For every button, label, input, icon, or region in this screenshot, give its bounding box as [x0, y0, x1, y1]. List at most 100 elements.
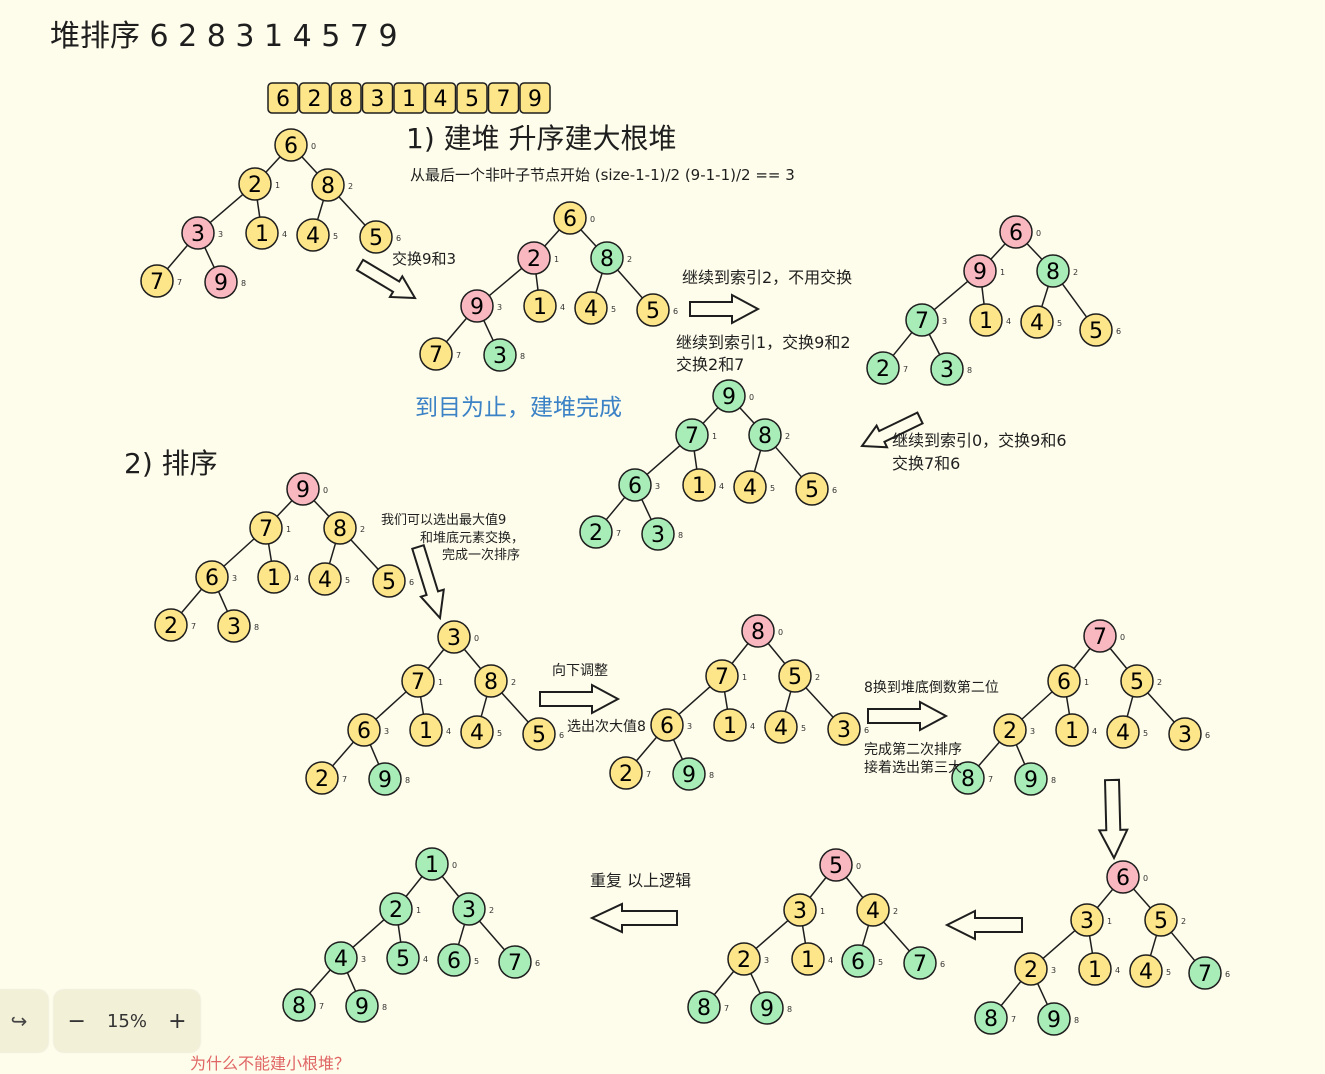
tree-node-circle [1129, 954, 1163, 988]
tree-edge [397, 924, 402, 943]
tree-node-value: 3 [191, 222, 205, 247]
tree-node-value: 9 [1047, 1008, 1061, 1033]
tree-node-value: 8 [751, 620, 765, 645]
tree-node-index: 8 [254, 623, 259, 632]
tree-node-circle [282, 988, 316, 1022]
tree-edge [750, 973, 761, 994]
tree-node-value: 9 [470, 295, 484, 320]
arrow-shape [944, 909, 1023, 941]
tree-node-circle [705, 659, 739, 693]
tree-edge [1149, 935, 1158, 956]
tree-node-value: 5 [829, 854, 843, 879]
tree-node-value: 4 [318, 568, 332, 593]
tree-node-value: 9 [378, 768, 392, 793]
tree-node-circle [712, 379, 746, 413]
tree-node-index: 2 [785, 432, 790, 441]
tree-edge [809, 877, 827, 898]
tree-edge [478, 920, 506, 951]
tree-node-circle [999, 215, 1033, 249]
tree-edge [265, 156, 281, 173]
repeat-logic-label: 重复 以上逻辑 [590, 871, 691, 890]
redo-button[interactable]: ↪ [0, 990, 48, 1052]
tree-node-value: 9 [1024, 768, 1038, 793]
tree-node-value: 8 [1046, 260, 1060, 285]
tree-node-value: 7 [150, 270, 164, 295]
tree-node-circle [140, 264, 174, 298]
tree-node-circle [311, 168, 345, 202]
tree-edge [1096, 888, 1114, 909]
tree-node-value: 1 [425, 853, 439, 878]
swap-2-7-label: 交换2和7 [676, 355, 744, 374]
zoom-out-button[interactable]: − [67, 1008, 86, 1034]
tree-node-value: 9 [682, 763, 696, 788]
tree-node-value: 5 [532, 723, 546, 748]
tree-node-index: 3 [655, 482, 660, 491]
tree-node-circle [286, 472, 320, 506]
tree-node-circle [930, 352, 964, 386]
tree-edge [328, 543, 337, 564]
tree-node-index: 2 [348, 182, 353, 191]
tree-node-value: 3 [1080, 909, 1094, 934]
tree-node-index: 7 [616, 529, 621, 538]
tree-node-index: 3 [1051, 966, 1056, 975]
tree-node-circle [368, 762, 402, 796]
tree-edge [723, 691, 729, 710]
tree-node-circle [856, 893, 890, 927]
tree-node-index: 7 [342, 775, 347, 784]
tree-node-value: 6 [1057, 670, 1071, 695]
tree-node-circle [741, 614, 775, 648]
tree-edge [488, 267, 523, 297]
arrow-index0 [860, 411, 924, 449]
zoom-in-button[interactable]: + [168, 1008, 187, 1034]
tree-edge [678, 686, 711, 715]
tree-node-circle [204, 265, 238, 299]
tree-node-value: 8 [292, 994, 306, 1019]
tree-node-index: 0 [590, 215, 595, 224]
tree-node-value: 6 [447, 949, 461, 974]
tree-edge [641, 499, 652, 520]
array-cell-value: 4 [434, 87, 448, 112]
tree-node-value: 4 [866, 899, 880, 924]
tree-node-circle [750, 991, 784, 1025]
tree-edge [753, 450, 762, 472]
array-cell-value: 1 [402, 87, 416, 112]
tree-node-index: 5 [801, 724, 806, 733]
arrow-sift-down [539, 683, 621, 715]
tree-node-index: 4 [560, 303, 565, 312]
tree-node-circle [437, 943, 471, 977]
arrow-left-1 [944, 909, 1023, 941]
tree-node-index: 4 [1006, 317, 1011, 326]
continue-index0-label: 继续到索引0，交换9和6 [892, 431, 1067, 450]
tree-node-index: 0 [1120, 633, 1125, 642]
tree-node-index: 4 [719, 482, 724, 491]
tree-node-circle [903, 946, 937, 980]
tree-node-value: 2 [1003, 719, 1017, 744]
tree-node-circle [618, 468, 652, 502]
tree-node-circle [409, 713, 443, 747]
tree-node-index: 6 [396, 234, 401, 243]
tree-node-circle [963, 254, 997, 288]
tree-node-index: 7 [724, 1004, 729, 1013]
tree-node-index: 7 [646, 770, 651, 779]
tree-node-value: 3 [462, 898, 476, 923]
tree-node-index: 2 [511, 678, 516, 687]
tree-node-index: 5 [474, 957, 479, 966]
tree-edge [276, 500, 293, 517]
